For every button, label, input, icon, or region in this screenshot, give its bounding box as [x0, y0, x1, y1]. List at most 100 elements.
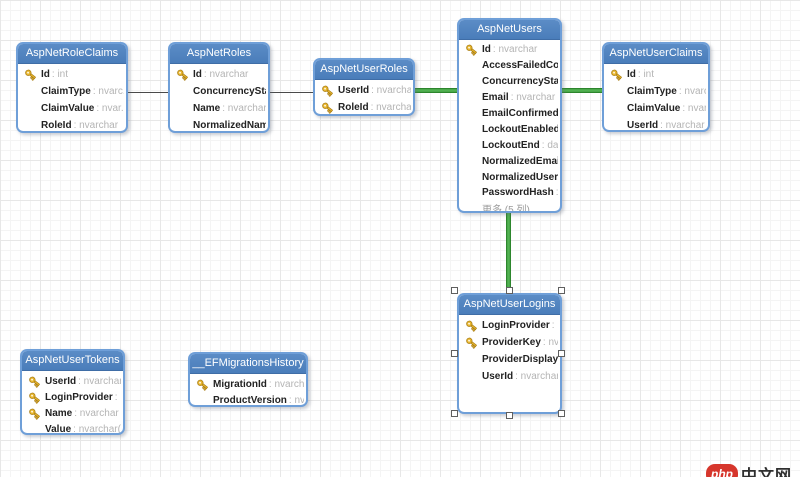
table-body: MigrationId: nvarcharProductVersion: nva… [190, 374, 306, 406]
field-row[interactable]: ProviderDisplayNa... [465, 351, 558, 368]
key-icon [321, 84, 338, 97]
field-row[interactable]: Id: int [24, 66, 124, 83]
field-row[interactable]: ConcurrencyStamp: [176, 83, 266, 100]
field-name: AccessFailedCount... [482, 60, 558, 72]
field-name: UserId [45, 375, 77, 387]
table-header[interactable]: AspNetUserRoles [315, 60, 413, 80]
field-name: UserId [482, 371, 514, 382]
field-row[interactable]: UserId: nvarchar [321, 82, 411, 99]
field-row[interactable]: LoginProvider: nva... [28, 389, 121, 405]
field-type: : int [637, 69, 655, 80]
field-type: : n... [556, 187, 558, 198]
field-row[interactable]: UserId: nvarchar [28, 373, 121, 389]
field-name: Id [41, 69, 50, 80]
table-header[interactable]: AspNetRoles [170, 44, 268, 64]
table-header[interactable]: AspNetUserTokens [22, 351, 123, 371]
selection-handle-bottom-left[interactable] [451, 410, 458, 417]
field-row[interactable]: Email: nvarchar [465, 90, 558, 106]
field-name: LoginProvider [482, 320, 550, 331]
key-icon [196, 378, 213, 391]
field-name: ClaimType [41, 86, 91, 97]
table-header[interactable]: AspNetUsers [459, 20, 560, 40]
field-row[interactable]: RoleId: nvarchar [321, 99, 411, 114]
field-type: : nvarchar [510, 92, 556, 104]
field-type: : nvarchar [370, 102, 411, 113]
field-name: Name [193, 103, 221, 114]
field-row[interactable]: Name: nvarchar [176, 100, 266, 117]
field-row[interactable]: LockoutEnabled... [465, 121, 558, 137]
selection-handle-middle-right[interactable] [558, 350, 565, 357]
field-name: NormalizedEmail... [482, 155, 558, 167]
field-row[interactable]: ConcurrencyStamp: [465, 74, 558, 90]
field-row[interactable]: ClaimType: nvarc... [24, 83, 124, 100]
relationship-line-userroles-users[interactable] [415, 88, 457, 93]
field-type: : nvarc... [682, 103, 706, 114]
field-type: : nvarc... [288, 394, 304, 406]
field-row[interactable]: Id: nvarchar [465, 42, 558, 58]
table-efmigrationshistory[interactable]: __EFMigrationsHistory MigrationId: nvarc… [188, 352, 308, 407]
field-name: ProductVersion [213, 394, 287, 406]
field-row[interactable]: PasswordHash: n... [465, 185, 558, 201]
field-row[interactable]: Id: nvarchar [176, 66, 266, 83]
table-aspnetusers[interactable]: AspNetUsers Id: nvarcharAccessFailedCoun… [457, 18, 562, 213]
table-aspnetroles[interactable]: AspNetRoles Id: nvarcharConcurrencyStamp… [168, 42, 270, 133]
field-row[interactable]: UserId: nvarchar [610, 117, 706, 131]
field-type: : nvarchar [515, 371, 558, 382]
table-body: UserId: nvarcharRoleId: nvarchar [315, 80, 413, 114]
table-header[interactable]: __EFMigrationsHistory [190, 354, 306, 374]
more-columns-row[interactable]: 更多 (5 列)... [465, 201, 558, 211]
selection-handle-bottom-right[interactable] [558, 410, 565, 417]
key-icon [465, 43, 482, 57]
field-row[interactable]: ClaimValue: nvarc... [610, 100, 706, 117]
field-name: UserId [627, 120, 659, 131]
table-aspnetuserroles[interactable]: AspNetUserRoles UserId: nvarcharRoleId: … [313, 58, 415, 116]
key-icon [321, 101, 338, 114]
selection-handle-top-left[interactable] [451, 287, 458, 294]
field-row[interactable]: ClaimValue: nvar... [24, 100, 124, 117]
field-row[interactable]: Value: nvarchar(M... [28, 421, 121, 435]
field-name: ConcurrencyStamp [193, 86, 266, 97]
field-name: LoginProvider [45, 391, 113, 403]
relationship-line-roleclaims-roles[interactable] [128, 92, 168, 93]
table-header[interactable]: AspNetRoleClaims [18, 44, 126, 64]
selection-handle-top-right[interactable] [558, 287, 565, 294]
key-icon [465, 336, 482, 349]
relationship-line-users-userlogins[interactable] [506, 213, 511, 293]
field-row[interactable]: AccessFailedCount... [465, 58, 558, 74]
field-type: : nvarchar [74, 407, 119, 419]
relationship-line-users-userclaims[interactable] [562, 88, 602, 93]
field-row[interactable]: NormalizedEmail... [465, 153, 558, 169]
selection-handle-top-middle[interactable] [506, 287, 513, 294]
field-row[interactable]: LoginProvider: nv... [465, 317, 558, 334]
field-name: Id [193, 69, 202, 80]
field-row[interactable]: RoleId: nvarchar [24, 117, 124, 131]
field-row[interactable]: UserId: nvarchar [465, 368, 558, 385]
field-row[interactable]: ProviderKey: nvar... [465, 334, 558, 351]
field-row[interactable]: MigrationId: nvarchar [196, 376, 304, 392]
field-row[interactable]: NormalizedName... [176, 117, 266, 131]
field-row[interactable]: NormalizedUserN... [465, 169, 558, 185]
field-name: ProviderDisplayNa... [482, 354, 558, 365]
field-row[interactable]: Name: nvarchar [28, 405, 121, 421]
field-row[interactable]: ProductVersion: nvarc... [196, 392, 304, 406]
table-header[interactable]: AspNetUserLogins [459, 295, 560, 315]
table-aspnetuserlogins[interactable]: AspNetUserLogins LoginProvider: nv...Pro… [457, 293, 562, 414]
selection-handle-middle-left[interactable] [451, 350, 458, 357]
field-type: : nvarchar [660, 120, 705, 131]
field-row[interactable]: LockoutEnd: dat... [465, 137, 558, 153]
selection-handle-bottom-middle[interactable] [506, 412, 513, 419]
field-row[interactable]: Id: int [610, 66, 706, 83]
field-name: ConcurrencyStamp [482, 76, 558, 88]
relationship-line-roles-userroles[interactable] [270, 92, 313, 93]
key-icon [28, 375, 45, 388]
field-name: Value [45, 423, 72, 435]
field-row[interactable]: EmailConfirmed: ... [465, 106, 558, 122]
field-row[interactable]: ClaimType: nvarc... [610, 83, 706, 100]
field-name: LockoutEnd [482, 139, 540, 151]
table-header[interactable]: AspNetUserClaims [604, 44, 708, 64]
